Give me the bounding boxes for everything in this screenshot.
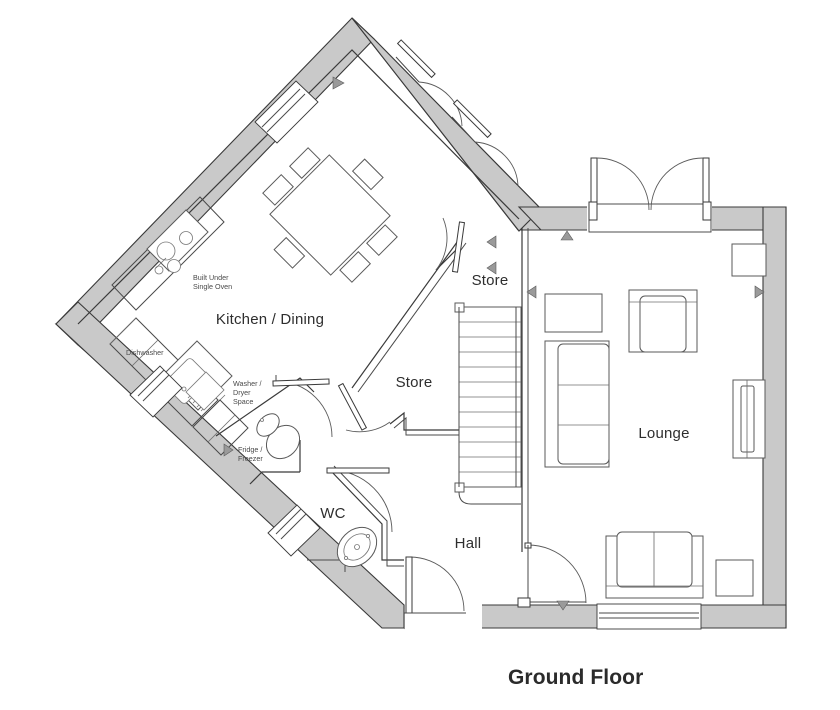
side-table-2 (715, 559, 754, 597)
front-door-opening (404, 604, 482, 629)
wc-north-partition (215, 377, 315, 437)
hall-to-lounge-door[interactable] (517, 542, 587, 608)
appliance-labels: Built Under Single Oven Dishwasher Washe… (126, 273, 264, 463)
armchair (628, 289, 698, 353)
wc-sw-return (249, 471, 300, 485)
marker-lounge-north (560, 230, 574, 241)
room-label-hall: Hall (455, 535, 482, 552)
kitchen-store-diagonal-2 (357, 242, 467, 393)
toilet (256, 413, 301, 460)
wc-fixtures (256, 413, 378, 568)
kitchen-store-diagonal (351, 237, 461, 389)
three-seater-sofa (544, 340, 610, 468)
stair-treads (459, 321, 521, 473)
television (732, 379, 766, 459)
room-label-wc: WC (320, 505, 345, 522)
two-seater-sofa (605, 531, 704, 599)
marker-lounge-east (754, 285, 765, 299)
marker-kitchen-fridge (223, 443, 234, 457)
wash-basin (336, 526, 378, 568)
room-label-store-lower: Store (396, 374, 433, 391)
side-table (544, 293, 603, 333)
marker-store-upper-2 (486, 261, 497, 275)
hob-four-ring (146, 209, 209, 275)
doors (272, 39, 712, 614)
dining-chair-5 (273, 236, 306, 269)
appliance-label-fridge-freezer: Fridge / Freezer (238, 445, 264, 463)
marker-hall-south (556, 600, 570, 611)
dining-chair-3 (339, 251, 372, 283)
room-labels: Kitchen / Dining Store Store WC Hall Lou… (216, 272, 690, 552)
corner-unit (731, 243, 767, 277)
door-opening-ne-2 (452, 88, 518, 142)
dining-chair-2 (288, 147, 321, 179)
external-door-kitchen-northeast[interactable] (451, 99, 519, 187)
marker-kitchen-north (332, 76, 345, 90)
french-doors-lounge-north[interactable] (588, 157, 712, 233)
fridge-freezer-unit (192, 399, 249, 456)
unit-divider-dishwasher (109, 317, 137, 345)
appliance-label-oven: Built Under Single Oven (193, 273, 232, 291)
fridge-divider (207, 414, 236, 443)
direction-markers (223, 76, 765, 611)
window-lounge-south (596, 603, 702, 630)
stair-nosing (458, 491, 521, 505)
dining-chair-4 (366, 224, 398, 257)
page-title: Ground Floor (508, 666, 643, 689)
wc-hall-partition (329, 469, 404, 561)
wall-southwest-diagonal-b (55, 301, 405, 629)
appliance-label-dishwasher: Dishwasher (126, 348, 164, 357)
lounge-furniture (544, 243, 767, 599)
dining-chair-6 (351, 158, 384, 191)
wc-door[interactable] (326, 467, 393, 533)
external-door-kitchen-north[interactable] (395, 39, 463, 127)
appliance-label-washer-dryer: Washer / Dryer Space (233, 379, 264, 406)
window-wc-southwest (267, 504, 321, 557)
unit-divider-1 (131, 339, 159, 367)
marker-lounge-west (526, 285, 537, 299)
front-entrance-door[interactable] (404, 556, 466, 614)
dining-table (269, 154, 391, 276)
dining-table-set (262, 147, 398, 283)
store-door-lower[interactable] (337, 382, 391, 433)
kitchen-to-hall-door[interactable] (272, 375, 333, 438)
window-kitchen-southwest (129, 365, 183, 418)
room-label-lounge: Lounge (638, 425, 689, 442)
room-label-store-upper: Store (472, 272, 509, 289)
door-opening-ne-1 (396, 29, 462, 82)
windows (129, 80, 702, 630)
marker-store-upper-1 (486, 235, 497, 249)
store-door-upper[interactable] (435, 217, 466, 273)
window-kitchen-northwest (254, 80, 319, 144)
wc-hall-partition-2 (333, 465, 404, 567)
room-label-kitchen-dining: Kitchen / Dining (216, 311, 324, 328)
dining-chair-1 (262, 173, 294, 206)
staircase (454, 302, 522, 505)
